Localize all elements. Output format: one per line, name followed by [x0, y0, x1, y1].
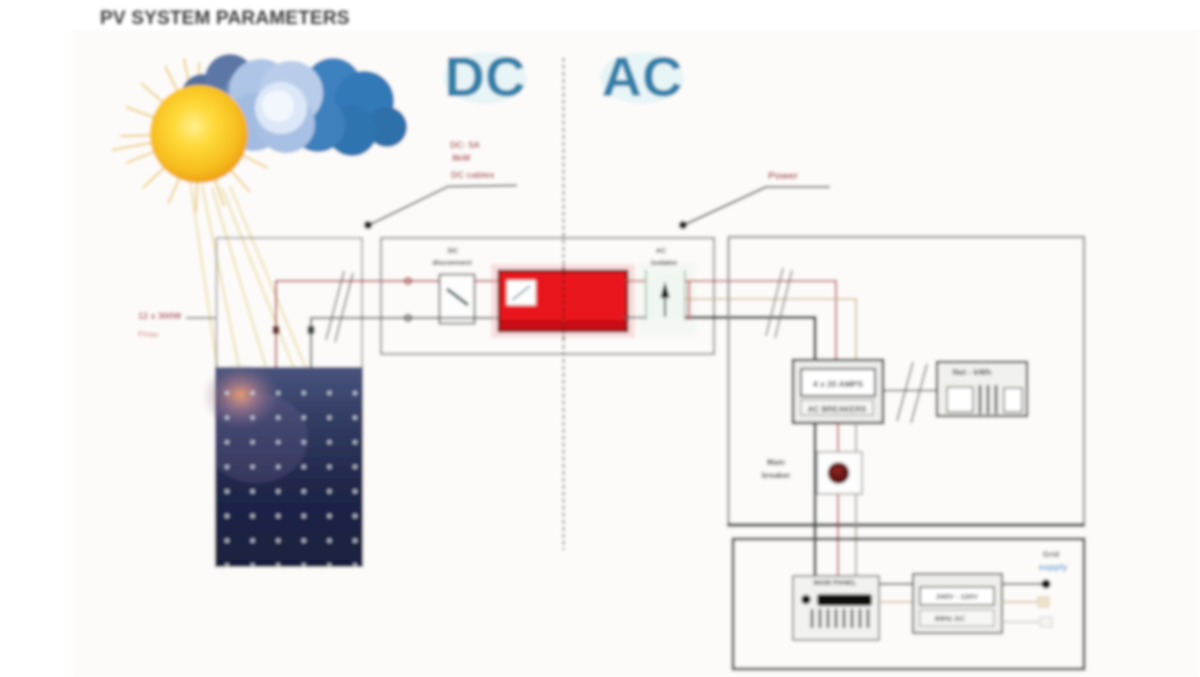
- svg-text:supply: supply: [1038, 562, 1067, 572]
- svg-text:DC: 5A: DC: 5A: [450, 140, 481, 150]
- svg-text:Net - kWh: Net - kWh: [952, 367, 991, 377]
- svg-text:Grid: Grid: [1043, 550, 1060, 559]
- svg-text:8kW: 8kW: [452, 153, 471, 163]
- svg-text:240V - 120V: 240V - 120V: [936, 592, 978, 601]
- svg-text:isolator: isolator: [650, 258, 677, 267]
- svg-text:DC: DC: [445, 45, 526, 108]
- svg-text:AC: AC: [656, 246, 667, 255]
- svg-text:MAIN PANEL: MAIN PANEL: [813, 580, 857, 587]
- svg-text:breaker: breaker: [762, 471, 791, 480]
- svg-text:Main: Main: [767, 458, 785, 467]
- svg-text:60Hz AC: 60Hz AC: [935, 614, 966, 623]
- svg-text:DC: DC: [448, 246, 459, 255]
- svg-text:AC BREAKERS: AC BREAKERS: [808, 405, 867, 414]
- svg-text:DC cables: DC cables: [451, 170, 495, 180]
- svg-text:Pmax: Pmax: [138, 330, 158, 339]
- svg-text:AC: AC: [602, 45, 683, 108]
- svg-text:disconnect: disconnect: [432, 258, 472, 267]
- svg-text:4 x 20 AMPS: 4 x 20 AMPS: [813, 379, 864, 389]
- svg-text:12 x 300W: 12 x 300W: [138, 311, 182, 321]
- svg-text:PV SYSTEM PARAMETERS: PV SYSTEM PARAMETERS: [100, 8, 350, 29]
- svg-text:Power: Power: [768, 171, 798, 182]
